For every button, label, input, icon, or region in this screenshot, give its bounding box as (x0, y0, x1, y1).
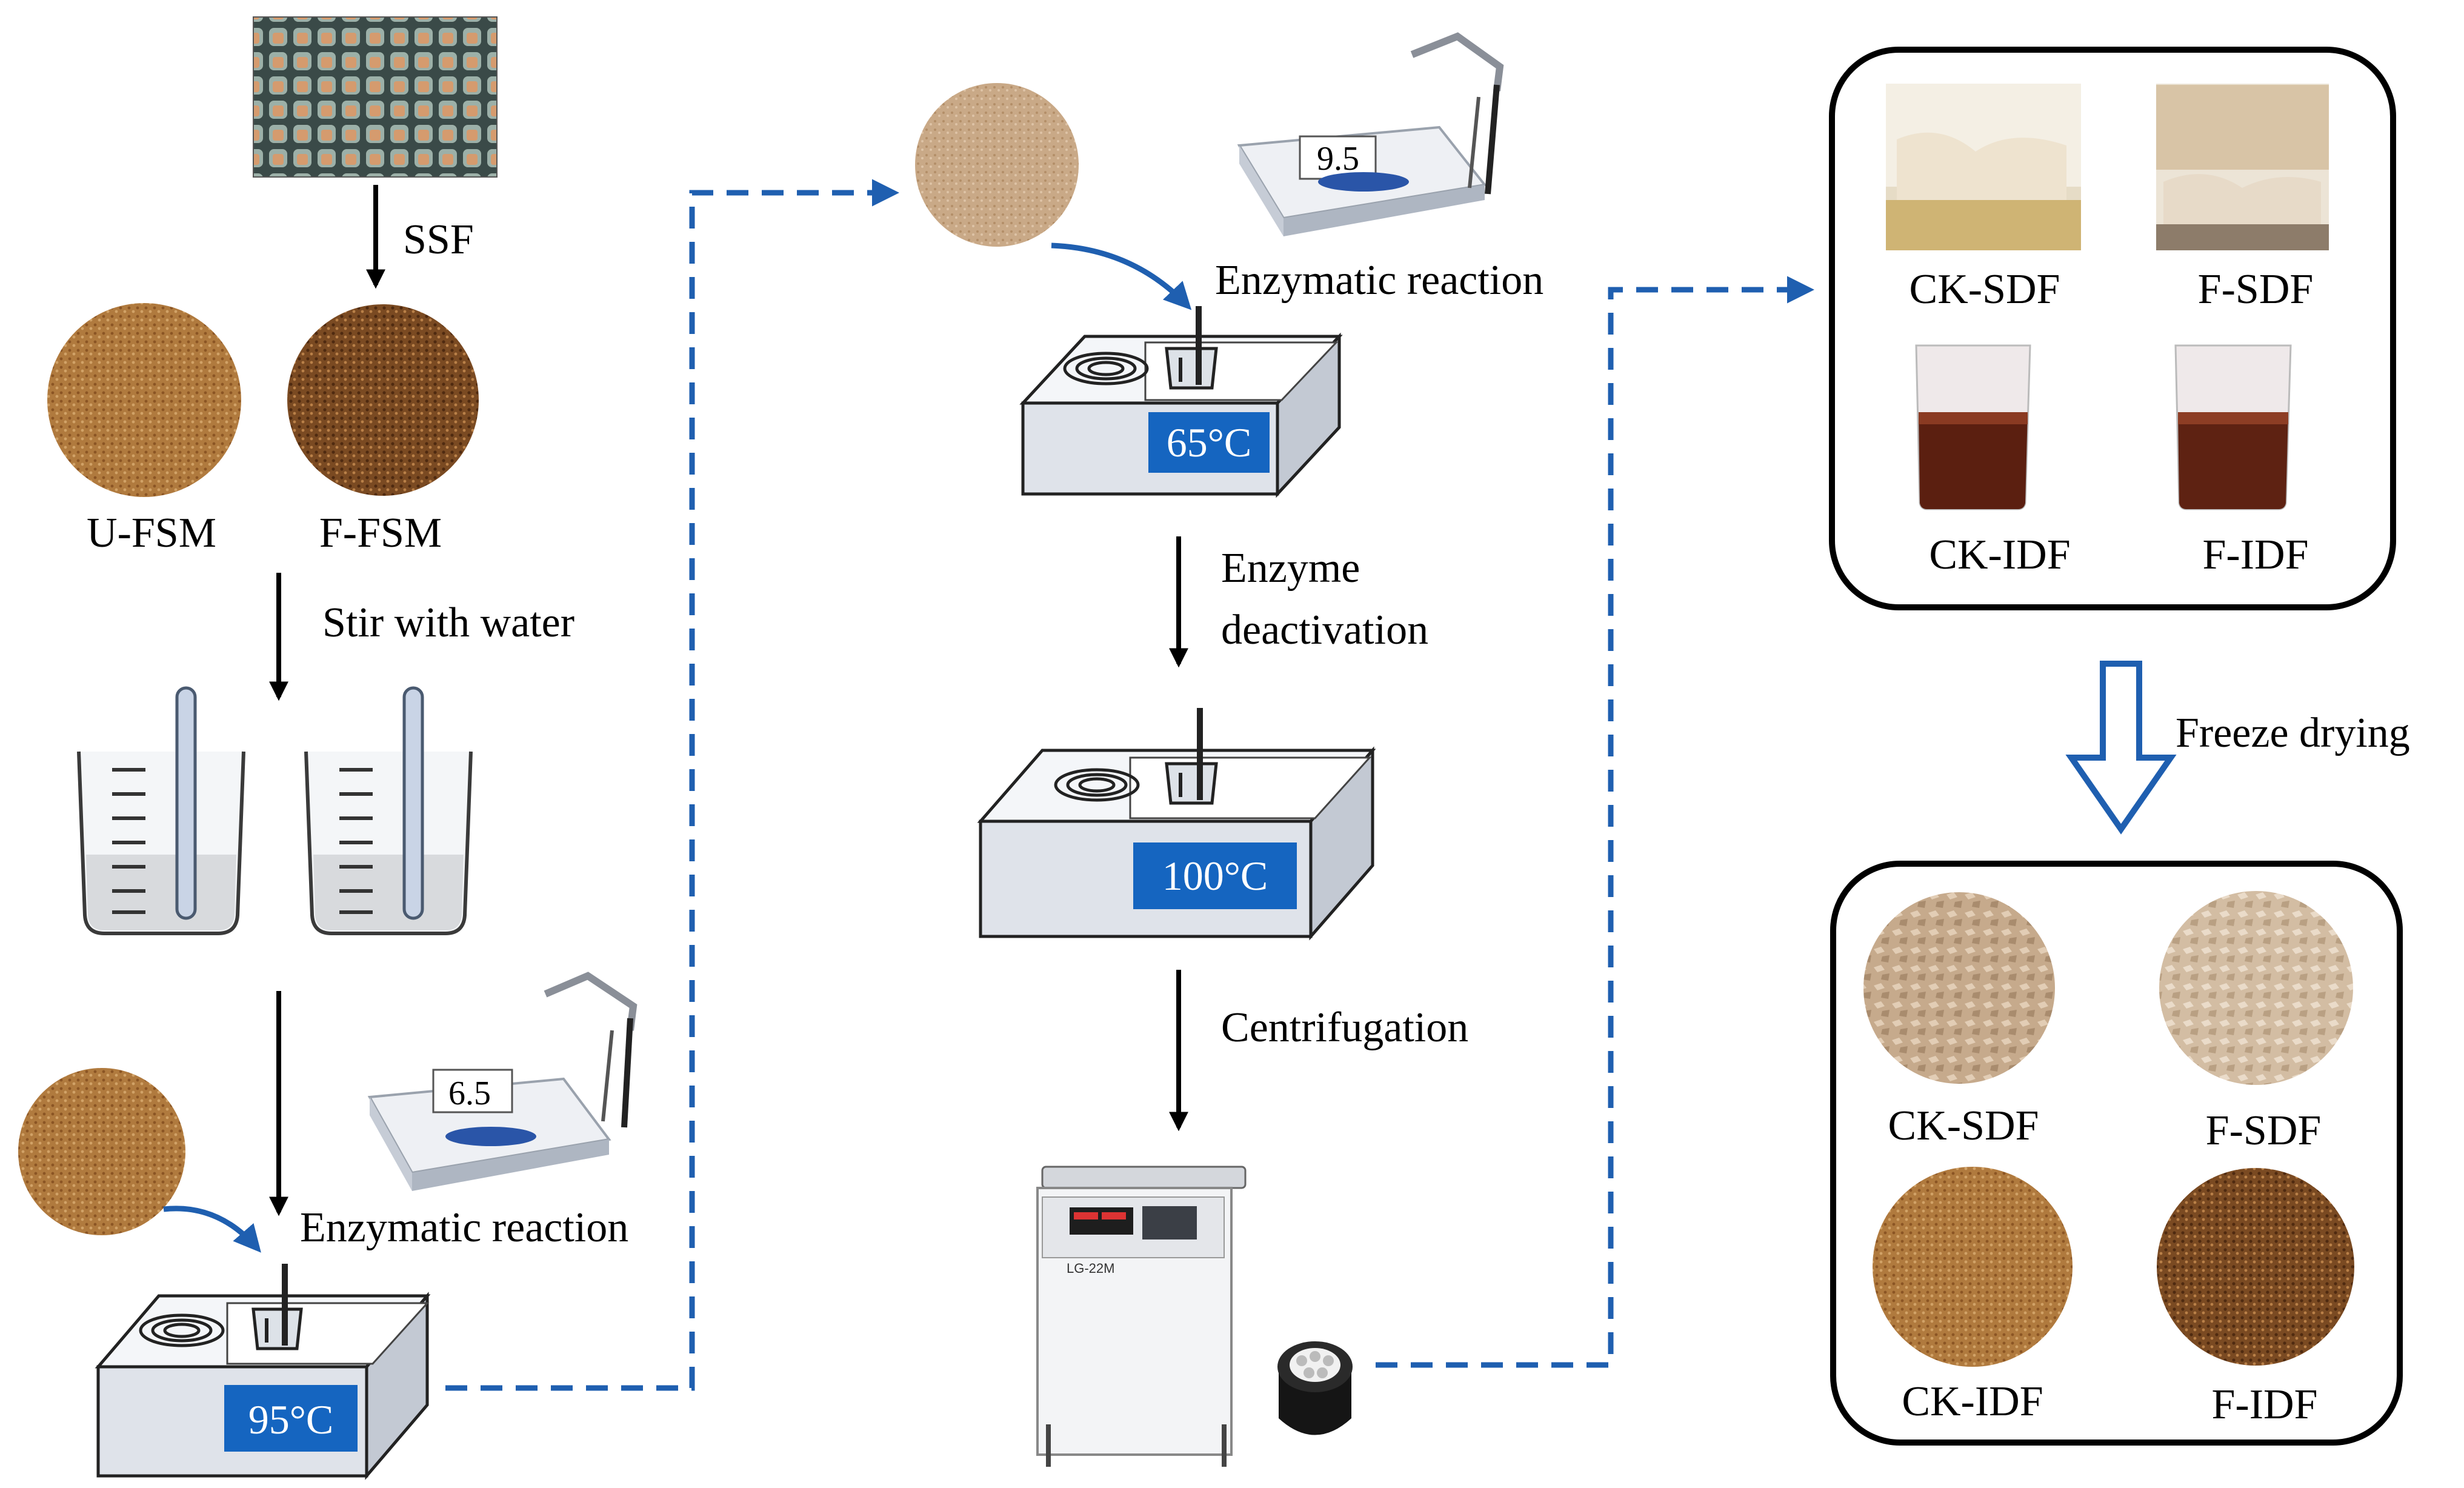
f-idf-dry-sample (2157, 1168, 2354, 1366)
f-sdf-wet-photo (2156, 84, 2329, 250)
enzyme-deactivation-label-line2: deactivation (1221, 607, 1428, 653)
ck-idf-wet-photo (1915, 344, 2031, 510)
water-bath-2 (1019, 306, 1343, 498)
f-sdf-dry-label: F-SDF (2206, 1107, 2322, 1154)
ssf-flasks-photo (253, 16, 498, 178)
f-sdf-wet-label: F-SDF (2198, 266, 2314, 313)
ph-meter-1 (367, 972, 638, 1191)
ck-sdf-wet-label: CK-SDF (1910, 266, 2060, 313)
enzymatic-reaction-2-label: Enzymatic reaction (1215, 257, 1543, 304)
add-to-bath2-arrow (1051, 242, 1192, 310)
flow-connector-1 (445, 179, 899, 1391)
bath-1-temperature: 95°C (248, 1396, 334, 1443)
ph-meter-1-readout: 6.5 (448, 1075, 491, 1112)
bath-3-temperature: 100°C (1162, 853, 1268, 899)
water-bath-3 (977, 708, 1376, 941)
enzymatic-reaction-1-label: Enzymatic reaction (300, 1204, 628, 1251)
f-fsm-sample (287, 304, 479, 496)
f-idf-wet-label: F-IDF (2202, 532, 2308, 578)
sample-powder-1 (18, 1068, 185, 1235)
freeze-drying-arrow (2065, 661, 2177, 835)
centrifuge-model-label: LG-22M (1067, 1261, 1114, 1276)
bath-2-temperature: 65°C (1167, 419, 1252, 465)
water-bath-1 (95, 1264, 431, 1480)
beaker-right (304, 686, 473, 935)
ph-meter-2 (1237, 32, 1504, 236)
f-sdf-dry-sample (2159, 891, 2353, 1085)
centrifuge (1036, 1166, 1247, 1467)
f-fsm-label: F-FSM (319, 510, 442, 556)
sample-powder-2 (915, 83, 1079, 247)
f-idf-wet-photo (2174, 344, 2292, 510)
flow-connector-2 (1376, 276, 1814, 1368)
ck-idf-dry-sample (1873, 1167, 2073, 1367)
ck-idf-wet-label: CK-IDF (1929, 532, 2070, 578)
ck-idf-dry-label: CK-IDF (1902, 1378, 2043, 1425)
beaker-left (77, 686, 245, 935)
enzyme-deactivation-label-line1: Enzyme (1221, 545, 1360, 592)
ck-sdf-wet-photo (1886, 84, 2081, 250)
f-idf-dry-label: F-IDF (2211, 1381, 2317, 1428)
ssf-label: SSF (403, 216, 474, 263)
centrifuge-rotor (1277, 1341, 1353, 1435)
ph-meter-2-readout: 9.5 (1317, 140, 1359, 178)
add-to-bath1-arrow (163, 1206, 261, 1253)
centrifugation-label: Centrifugation (1221, 1004, 1468, 1051)
stir-label: Stir with water (322, 599, 574, 646)
ck-sdf-dry-sample (1863, 892, 2055, 1084)
ck-sdf-dry-label: CK-SDF (1888, 1103, 2039, 1149)
u-fsm-label: U-FSM (87, 510, 216, 556)
freeze-drying-label: Freeze drying (2176, 710, 2410, 756)
u-fsm-sample (47, 303, 241, 497)
